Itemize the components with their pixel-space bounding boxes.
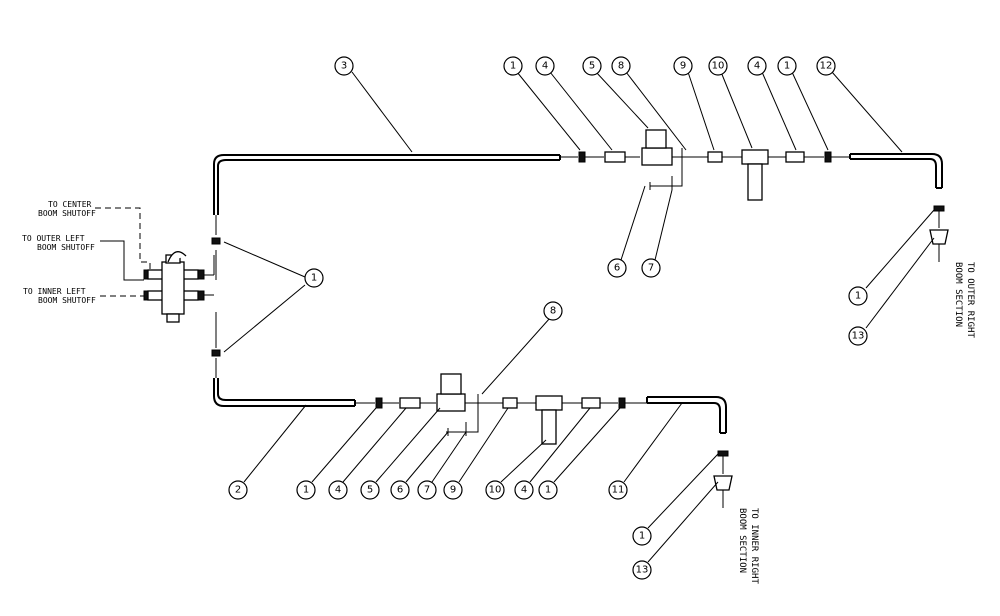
svg-text:13: 13 bbox=[852, 331, 865, 342]
svg-text:8: 8 bbox=[550, 306, 556, 317]
callout: 1 bbox=[503, 56, 523, 76]
hose-upper-right bbox=[850, 153, 943, 188]
callout-bubbles: 3 1 4 5 8 9 10 4 1 12 6 7 1 1 13 8 2 1 4… bbox=[228, 56, 868, 580]
svg-text:11: 11 bbox=[612, 485, 625, 496]
label-to-outer-left: TO OUTER LEFT bbox=[22, 234, 85, 243]
svg-text:1: 1 bbox=[639, 531, 645, 542]
svg-text:13: 13 bbox=[636, 565, 649, 576]
callout: 4 bbox=[514, 480, 534, 500]
svg-text:12: 12 bbox=[820, 61, 833, 72]
svg-text:7: 7 bbox=[424, 485, 430, 496]
callout: 6 bbox=[607, 258, 627, 278]
quick-coupler-inner bbox=[713, 475, 733, 491]
svg-text:10: 10 bbox=[489, 485, 502, 496]
label-to-inner-left: TO INNER LEFT bbox=[23, 287, 86, 296]
svg-text:1: 1 bbox=[855, 291, 861, 302]
svg-text:3: 3 bbox=[341, 61, 347, 72]
svg-text:4: 4 bbox=[335, 485, 341, 496]
svg-text:TO OUTER RIGHT: TO OUTER RIGHT bbox=[965, 262, 975, 338]
svg-text:BOOM SHUTOFF: BOOM SHUTOFF bbox=[38, 296, 96, 305]
svg-text:BOOM SECTION: BOOM SECTION bbox=[737, 508, 747, 573]
svg-text:10: 10 bbox=[712, 61, 725, 72]
svg-text:4: 4 bbox=[521, 485, 527, 496]
callout: 13 bbox=[848, 326, 868, 346]
callout: 1 bbox=[848, 286, 868, 306]
svg-text:9: 9 bbox=[680, 61, 686, 72]
svg-text:1: 1 bbox=[510, 61, 516, 72]
callout: 3 bbox=[334, 56, 354, 76]
control-valve-manifold bbox=[143, 251, 215, 323]
svg-text:1: 1 bbox=[784, 61, 790, 72]
svg-text:1: 1 bbox=[303, 485, 309, 496]
callout: 12 bbox=[816, 56, 836, 76]
callout: 4 bbox=[328, 480, 348, 500]
svg-text:7: 7 bbox=[648, 263, 654, 274]
svg-text:1: 1 bbox=[545, 485, 551, 496]
callout: 7 bbox=[641, 258, 661, 278]
callout: 4 bbox=[747, 56, 767, 76]
svg-text:6: 6 bbox=[614, 263, 620, 274]
callout: 5 bbox=[582, 56, 602, 76]
svg-text:5: 5 bbox=[589, 61, 595, 72]
callout: 8 bbox=[611, 56, 631, 76]
svg-text:2: 2 bbox=[235, 485, 241, 496]
callout: 1 bbox=[538, 480, 558, 500]
label-inner-right: BOOM SECTION TO INNER RIGHT bbox=[737, 508, 759, 584]
svg-text:8: 8 bbox=[618, 61, 624, 72]
svg-text:9: 9 bbox=[450, 485, 456, 496]
callout: 11 bbox=[608, 480, 628, 500]
hose-lower-left bbox=[213, 378, 355, 407]
svg-text:6: 6 bbox=[397, 485, 403, 496]
callout: 2 bbox=[228, 480, 248, 500]
svg-text:BOOM SHUTOFF: BOOM SHUTOFF bbox=[38, 209, 96, 218]
hose-lower-right bbox=[647, 396, 727, 433]
callout: 13 bbox=[632, 560, 652, 580]
hose-upper-left bbox=[213, 154, 560, 215]
left-labels: TO CENTER BOOM SHUTOFF TO OUTER LEFT BOO… bbox=[22, 200, 96, 305]
svg-text:4: 4 bbox=[754, 61, 760, 72]
svg-text:BOOM SECTION: BOOM SECTION bbox=[953, 262, 963, 327]
label-to-center: TO CENTER bbox=[48, 200, 92, 209]
upper-fittings bbox=[560, 129, 850, 201]
lower-fittings bbox=[355, 373, 647, 445]
callout: 8 bbox=[543, 301, 563, 321]
callout: 1 bbox=[304, 268, 324, 288]
callout: 10 bbox=[485, 480, 505, 500]
callout: 6 bbox=[390, 480, 410, 500]
svg-text:1: 1 bbox=[311, 273, 317, 284]
callout: 9 bbox=[443, 480, 463, 500]
svg-text:TO INNER RIGHT: TO INNER RIGHT bbox=[749, 508, 759, 584]
label-outer-right: BOOM SECTION TO OUTER RIGHT bbox=[953, 262, 975, 338]
callout: 10 bbox=[708, 56, 728, 76]
quick-coupler-outer bbox=[929, 229, 949, 245]
svg-text:5: 5 bbox=[367, 485, 373, 496]
callout: 1 bbox=[296, 480, 316, 500]
callout: 1 bbox=[777, 56, 797, 76]
callout: 1 bbox=[632, 526, 652, 546]
callout: 4 bbox=[535, 56, 555, 76]
svg-text:4: 4 bbox=[542, 61, 548, 72]
svg-text:BOOM SHUTOFF: BOOM SHUTOFF bbox=[37, 243, 95, 252]
callout: 9 bbox=[673, 56, 693, 76]
callout: 7 bbox=[417, 480, 437, 500]
callout: 5 bbox=[360, 480, 380, 500]
